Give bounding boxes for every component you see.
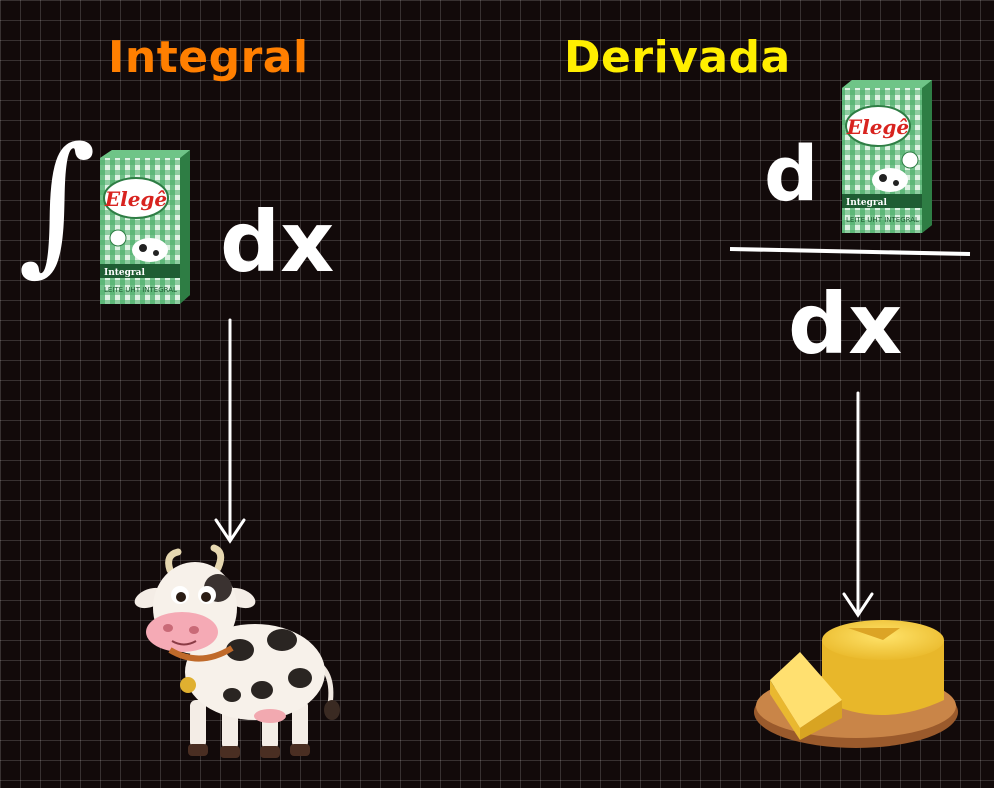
carton-brand: Elegê: [846, 115, 909, 139]
arrow-integral-result: [214, 318, 246, 544]
derivative-denominator-dx: dx: [788, 275, 903, 373]
integral-dx: dx: [220, 193, 335, 291]
cow-icon: [134, 544, 340, 758]
derivative-title: Derivada: [564, 32, 791, 83]
integral-title: Integral: [108, 32, 309, 83]
derivative-numerator-d: d: [764, 129, 819, 218]
carton-variant: Integral: [846, 198, 888, 208]
milk-carton-integral: Elegê Integral LEITE UHT INTEGRAL: [100, 150, 190, 304]
arrow-derivative-result: [842, 391, 874, 618]
carton-subtitle: LEITE UHT INTEGRAL: [846, 216, 919, 224]
carton-brand: Elegê: [104, 187, 167, 211]
integral-sign: ∫: [18, 116, 97, 290]
fraction-line: [729, 247, 971, 256]
carton-subtitle: LEITE UHT INTEGRAL: [104, 286, 177, 294]
cheese-icon: [754, 620, 958, 748]
carton-variant: Integral: [104, 268, 146, 278]
milk-carton-derivative: Elegê Integral LEITE UHT INTEGRAL: [842, 80, 932, 233]
